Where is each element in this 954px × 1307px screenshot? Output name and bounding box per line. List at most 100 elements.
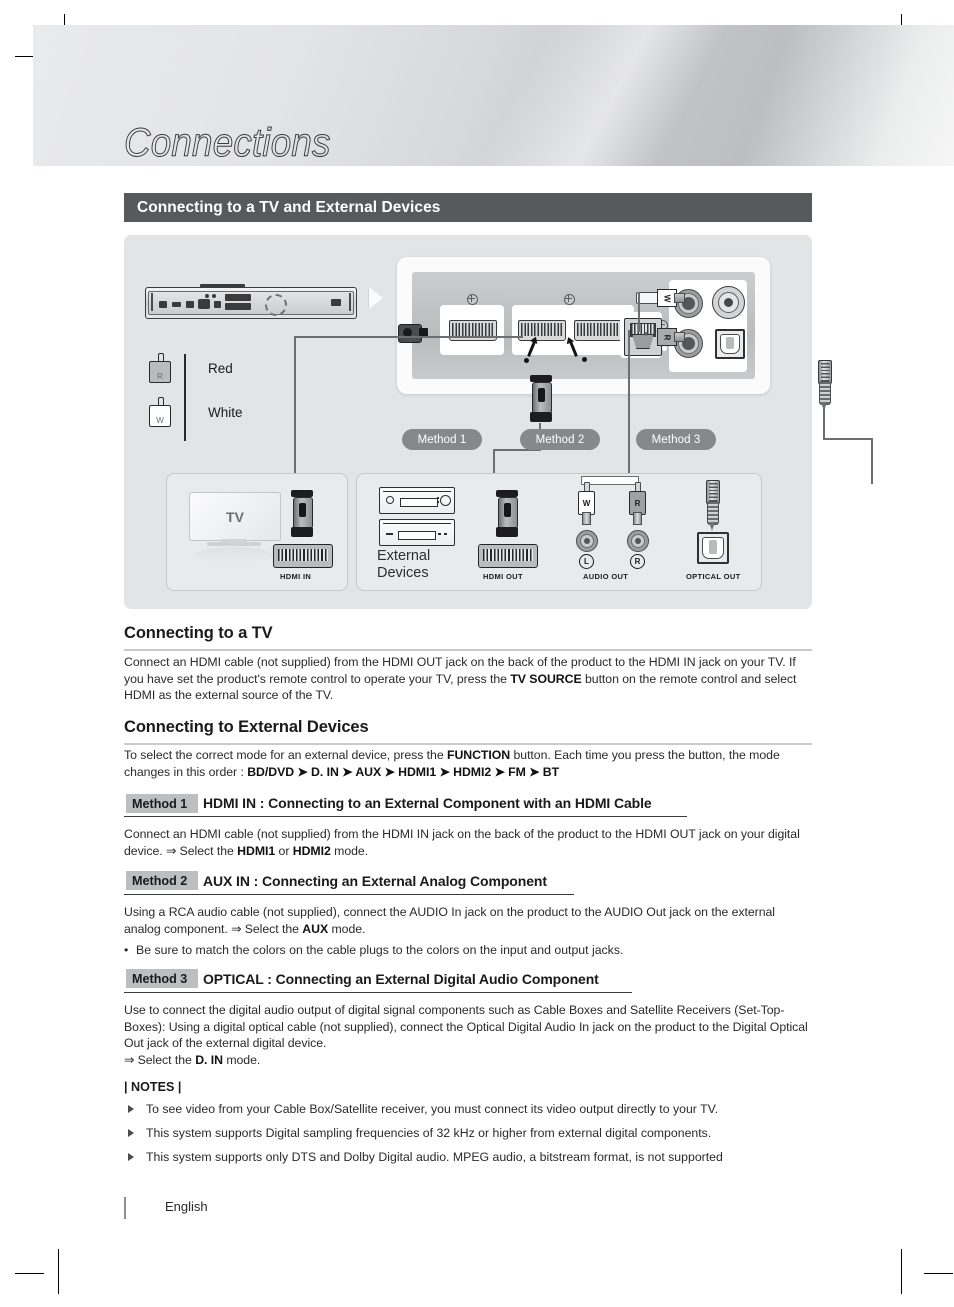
rca-plug-white-external: W [578,482,595,526]
legend-label-white: White [208,405,243,420]
external-audio-out-label: AUDIO OUT [583,572,629,581]
audio-left-mark-label: L [584,557,589,566]
footer-language-label: English [165,1199,208,1214]
footer-divider [124,1197,126,1219]
note-arrow-icon-1 [128,1105,134,1113]
tv-device-box: TV HDMI IN [166,473,348,591]
optical-plug-external [705,480,720,532]
tv-label: TV [226,508,244,525]
wire-method2-vertical [628,330,630,477]
product-front-unit-illustration [145,284,357,319]
method-3-rule [124,992,632,994]
bullet-dot-icon: • [124,943,129,957]
screw-icon-right [564,294,575,305]
fm-antenna-coax-jack [712,286,745,319]
tv-illustration: TV [189,492,281,563]
external-devices-box: External Devices HDMI OUT W R L R AUDIO … [356,473,762,591]
external-device-top [379,487,455,514]
panel-dot-bottom [662,346,667,351]
rca-red-code: R [634,498,641,508]
legend-plug-white-code: W [149,405,171,427]
notes-title: | NOTES | [124,1080,182,1094]
rear-panel-plate: W R [398,272,755,379]
rca-plug-red-external: R [629,482,646,526]
heading-rule-2 [124,743,812,745]
method-pill-2: Method 2 [520,429,600,450]
note-item-3: This system supports only DTS and Dolby … [146,1150,723,1164]
note-item-1: To see video from your Cable Box/Satelli… [146,1102,719,1116]
audio-out-bridge [581,476,639,485]
hdmi-cable-plug-method1 [530,375,552,424]
wire-tv-vertical [294,336,296,474]
legend-plug-red-code: R [149,361,171,383]
rca-white-code: W [582,498,591,508]
external-devices-label-line2: Devices [377,565,429,581]
method-pill-2-label: Method 2 [535,433,585,446]
heading-rule-1 [124,649,812,651]
crop-mark-bottom-left-horizontal [15,1273,44,1274]
optical-digital-audio-in-port [715,329,745,359]
external-audio-left-jack [576,530,598,552]
tv-hdmi-in-label: HDMI IN [280,572,312,581]
page-title: Connections [124,121,331,166]
crop-mark-bottom-right-horizontal [924,1273,953,1274]
wire-method3-down [871,438,873,484]
audio-right-mark: R [630,554,645,569]
heading-connecting-external-devices: Connecting to External Devices [124,718,369,736]
method-pill-1: Method 1 [402,429,482,450]
hdmi-plug-external [496,490,518,539]
external-device-bottom [379,519,455,546]
heading-connecting-to-a-tv: Connecting to a TV [124,624,273,642]
note-arrow-icon-3 [128,1153,134,1161]
wire-method1-horizontal [493,449,541,451]
crop-mark-top-left-horizontal [15,56,44,57]
external-optical-out-label: OPTICAL OUT [686,572,741,581]
external-hdmi-out-receptacle [478,544,538,568]
crop-mark-bottom-right-vertical [901,1249,902,1294]
rca-red-plug-rear: R [636,327,685,346]
crop-mark-bottom-left-vertical2 [58,1249,59,1294]
wire-method3-horizontal [823,438,873,440]
legend-divider [184,354,186,441]
method-2-title: AUX IN : Connecting an External Analog C… [203,873,547,889]
optical-cable-plug-method3 [817,360,832,412]
method-2-badge: Method 2 [126,871,198,890]
section-header-title: Connecting to a TV and External Devices [137,199,441,216]
external-devices-label-line1: External [377,548,431,564]
paragraph-connecting-to-a-tv: Connect an HDMI cable (not supplied) fro… [124,655,797,703]
method-1-badge: Method 1 [126,794,198,813]
method-3-title: OPTICAL : Connecting an External Digital… [203,971,599,987]
connection-diagram: W R Method 1 M [124,235,873,609]
external-optical-out-port [697,532,729,564]
aux-in-left-jack [674,289,703,318]
header-gradient-band [33,25,954,166]
legend-label-red: Red [208,361,233,376]
note-arrow-icon-2 [128,1129,134,1137]
rca-white-lead [638,292,640,332]
rca-white-plug-rear: W [636,288,685,307]
hdmi-plug-tv [291,490,313,539]
legend-plug-red: R [149,353,171,383]
external-hdmi-out-label: HDMI OUT [483,572,523,581]
wire-method3-vertical [823,405,825,440]
method-pill-3-label: Method 3 [651,433,701,446]
hdmi-in-2-port [574,320,622,341]
hdmi-out-port [449,320,497,341]
screw-icon-left [467,294,478,305]
audio-left-mark: L [579,554,594,569]
method-pill-3: Method 3 [636,429,716,450]
hdmi-in-1-port [518,320,566,341]
coaxial-antenna-plug [398,323,428,343]
wire-tv-horizontal [294,336,523,338]
pointer-dot-right [582,357,587,362]
method-1-body: Connect an HDMI cable (not supplied) fro… [124,827,800,858]
method-2-bullet-text: Be sure to match the colors on the cable… [136,943,624,957]
method-3-body: Use to connect the digital audio output … [124,1003,808,1067]
callout-pointer [369,287,383,309]
audio-right-mark-label: R [634,557,641,566]
method-1-rule [124,816,687,818]
method-2-body: Using a RCA audio cable (not supplied), … [124,905,775,936]
method-3-badge: Method 3 [126,969,198,988]
method-2-rule [124,894,574,896]
external-audio-right-jack [627,530,649,552]
